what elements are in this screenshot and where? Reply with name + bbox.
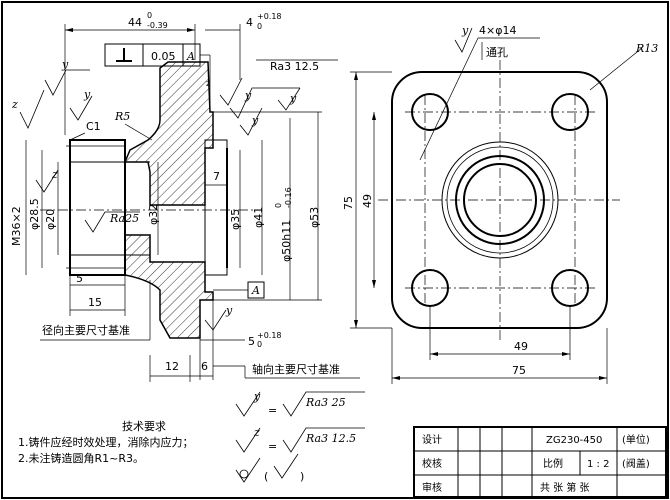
dim-7-label: 7 [213,170,220,183]
svg-text:y: y [225,304,233,317]
dim-4-text: 4 [246,16,253,29]
svg-text:z: z [11,98,18,111]
front-view: 44 0 -0.39 4 +0.18 0 0.05 A Ra3 12.5 y y… [10,11,360,382]
thread-boss [69,139,126,276]
svg-text:y: y [83,88,91,101]
technical-notes: 技术要求 1.铸件应经时效处理，消除内应力； 2.未注铸造圆角R1~R3。 [18,420,194,465]
through-label: 通孔 [486,46,508,59]
part-no: ZG230-450 [546,435,602,446]
title-block: 设计 校核 审核 ZG230-450 (单位) 比例 1 : 2 (阀盖) 共 … [413,426,667,498]
perp-value: 0.05 [151,50,176,63]
r13-label: R13 [635,42,658,55]
d32-label: φ32 [147,204,160,225]
bolt-hole-tr [551,93,589,131]
r5-label: R5 [114,110,130,123]
svg-text:0: 0 [257,22,262,31]
svg-text:y: y [289,92,297,105]
svg-text:(: ( [264,470,268,483]
axial-datum-label: 轴向主要尺寸基准 [252,362,340,376]
dim-15-label: 15 [88,296,102,309]
roughness-legend: y = Ra3 25 z = Ra3 12.5 ( ) [235,390,365,483]
svg-text:y: y [461,24,469,37]
svg-text:y: y [244,89,252,102]
svg-text:): ) [300,470,304,483]
part-name: (阀盖) [622,457,650,470]
d50-label: φ50h11 [280,220,293,262]
dim-49v-label: 49 [361,194,374,208]
d53-label: φ53 [308,207,321,228]
m36-label: M36×2 [10,206,23,246]
roughness-symbol-top [229,87,300,119]
svg-text:y: y [251,114,259,127]
svg-text:y: y [61,58,69,71]
radial-datum-label: 径向主要尺寸基准 [42,323,130,337]
design-label: 设计 [422,433,442,446]
section-lower [124,234,214,339]
notes-line2: 2.未注铸造圆角R1~R3。 [18,451,144,465]
notes-title: 技术要求 [122,420,166,433]
holes-label: 4×φ14 [479,24,516,37]
sheets-label: 共 张 第 张 [540,481,590,494]
recess [204,139,228,276]
scale-value: 1 : 2 [587,459,609,470]
bolt-hole-tl [411,93,449,131]
svg-text:-0.16: -0.16 [284,187,293,208]
svg-text:+0.18: +0.18 [257,12,282,21]
svg-text:A: A [251,284,260,297]
svg-text:z: z [206,79,210,88]
d41-label: φ41 [252,207,265,228]
legend-y-ra: Ra3 25 [305,396,346,409]
svg-text:z: z [51,168,58,181]
dim-5b-label: 5 [248,335,255,348]
bore [463,163,537,237]
dim-75h-label: 75 [512,364,526,377]
scale-label: 比例 [543,457,563,470]
d20-label: φ20 [44,209,57,230]
dim-5-label: 5 [76,272,83,285]
section-upper [123,61,214,206]
unit-label: (单位) [622,433,650,446]
check-label: 校核 [422,457,442,470]
outer-ring [441,141,559,259]
review-label: 审核 [422,481,442,494]
d28-5-label: φ28.5 [28,198,41,230]
rough-top-text: Ra3 12.5 [270,60,319,73]
svg-text:-0.39: -0.39 [147,21,168,30]
svg-text:0: 0 [147,11,152,20]
dim-49h-label: 49 [514,340,528,353]
svg-text:=: = [268,440,277,453]
perp-datum: A [186,50,195,63]
ra25-symbol [84,211,140,233]
svg-text:z: z [253,426,260,439]
svg-text:0: 0 [257,340,262,349]
svg-text:0: 0 [274,203,283,208]
dim-44-text: 44 [128,16,142,29]
legend-z-ra: Ra3 12.5 [305,432,356,445]
c1-label: C1 [86,120,101,133]
svg-text:=: = [268,404,277,417]
svg-text:+0.18: +0.18 [257,331,282,340]
side-view: 4×φ14 通孔 y R13 75 49 49 75 [342,24,658,384]
ra25-label: Ra25 [109,212,139,225]
dim-75v-label: 75 [342,196,355,210]
d35-label: φ35 [229,209,242,230]
svg-text:y: y [253,390,261,403]
notes-line1: 1.铸件应经时效处理，消除内应力； [18,435,194,449]
dim-12-label: 12 [165,360,179,373]
dim-6-label: 6 [201,360,208,373]
